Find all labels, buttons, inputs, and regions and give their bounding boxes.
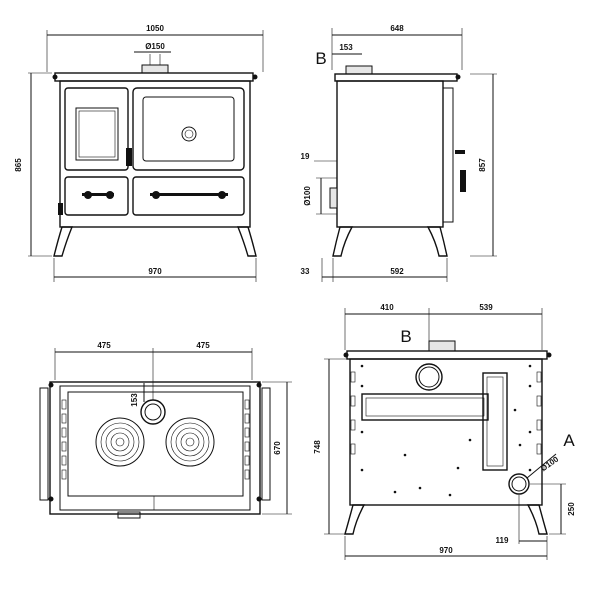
back-label-b: B bbox=[400, 327, 411, 346]
front-firebox-window bbox=[75, 107, 119, 161]
top-rail-left bbox=[39, 387, 49, 501]
side-leg-offset-label: 33 bbox=[301, 267, 310, 276]
front-oven-door bbox=[132, 87, 245, 171]
top-depth-label: 670 bbox=[273, 441, 282, 455]
top-hotplate bbox=[67, 391, 244, 497]
front-cooktop bbox=[54, 72, 254, 82]
side-handle-top bbox=[455, 150, 465, 154]
top-rail-right bbox=[261, 387, 271, 501]
top-cooktop-outline bbox=[49, 381, 261, 515]
side-outlet-stub bbox=[329, 187, 338, 209]
front-rail-knob-left bbox=[52, 74, 58, 80]
back-heat-shield-inner bbox=[365, 397, 485, 417]
front-view: 1050 Ø150 bbox=[14, 24, 264, 282]
side-body-depth-label: 592 bbox=[390, 267, 404, 276]
top-right-half-label: 475 bbox=[196, 341, 210, 350]
back-flue-outlet-inner bbox=[418, 366, 440, 388]
front-wood-drawer bbox=[132, 176, 245, 216]
front-flue-diameter-label: Ø150 bbox=[145, 42, 165, 51]
back-outlet-a-leader bbox=[526, 453, 557, 479]
back-flue-outlet-b bbox=[415, 363, 443, 391]
back-knob-left bbox=[343, 352, 349, 358]
back-outlet-offset-label: 119 bbox=[496, 536, 509, 545]
top-front-handle bbox=[117, 511, 141, 519]
top-flue-opening bbox=[140, 399, 166, 425]
back-rivets bbox=[360, 364, 532, 497]
back-heat-shield-horizontal bbox=[361, 393, 489, 421]
top-dim-153-label: 153 bbox=[130, 393, 139, 407]
side-body bbox=[336, 80, 444, 228]
back-outlet-a-inner bbox=[511, 476, 527, 492]
side-diameter-100-label: Ø100 bbox=[303, 186, 312, 206]
back-knob-right bbox=[546, 352, 552, 358]
top-knob-bl bbox=[48, 496, 54, 502]
side-view: 648 153 B 19 Ø100 857 33 59 bbox=[301, 24, 497, 282]
top-knob-tr bbox=[256, 382, 262, 388]
back-heat-shield-v-inner bbox=[486, 376, 504, 467]
side-leg-back bbox=[332, 226, 354, 257]
top-knob-tl bbox=[48, 382, 54, 388]
side-height-label: 857 bbox=[478, 158, 487, 172]
back-view: 410 539 B bbox=[313, 303, 576, 560]
back-height-label: 748 bbox=[313, 440, 322, 454]
back-width-label: 970 bbox=[439, 546, 453, 555]
front-body-width-label: 970 bbox=[148, 267, 162, 276]
thermometer-dial bbox=[184, 129, 194, 139]
side-leg-front bbox=[426, 226, 448, 257]
back-left-width-label: 410 bbox=[380, 303, 394, 312]
front-door-hinge bbox=[126, 148, 132, 166]
front-firebox-window-inner bbox=[78, 110, 116, 158]
back-outlet-height-label: 250 bbox=[567, 502, 576, 516]
drawer-ornaments bbox=[82, 191, 228, 199]
front-overall-height-label: 865 bbox=[14, 158, 23, 172]
thermometer-icon bbox=[181, 126, 197, 142]
top-cooktop-inner bbox=[59, 385, 251, 511]
side-front-doors bbox=[442, 87, 454, 223]
hotplate-ring-left bbox=[95, 417, 145, 467]
side-depth-label: 648 bbox=[390, 24, 404, 33]
top-vent-slots bbox=[61, 399, 250, 480]
top-view: 475 475 153 bbox=[39, 341, 292, 519]
side-handle bbox=[460, 170, 466, 192]
back-cooktop bbox=[346, 350, 548, 360]
side-label-b: B bbox=[315, 49, 326, 68]
top-left-half-label: 475 bbox=[97, 341, 111, 350]
back-leg-right bbox=[526, 504, 548, 535]
front-ash-drawer bbox=[64, 176, 129, 216]
hotplate-ring-right bbox=[165, 417, 215, 467]
front-flue-collar bbox=[141, 64, 169, 74]
back-outlet-a bbox=[508, 473, 530, 495]
side-flue-offset-label: 153 bbox=[339, 43, 353, 52]
back-heat-shield-vertical bbox=[482, 372, 508, 471]
front-air-lever bbox=[58, 203, 63, 215]
front-overall-width-label: 1050 bbox=[146, 24, 164, 33]
side-cooktop bbox=[334, 73, 458, 82]
back-leg-left bbox=[344, 504, 366, 535]
front-body bbox=[59, 80, 251, 228]
front-leg-right bbox=[236, 226, 257, 257]
top-flue-inner bbox=[144, 403, 162, 421]
front-oven-panel bbox=[142, 96, 235, 162]
side-dim-19-label: 19 bbox=[301, 152, 310, 161]
side-rail-knob bbox=[455, 74, 461, 80]
back-side-slots bbox=[350, 371, 542, 455]
front-rail-knob-right bbox=[252, 74, 258, 80]
back-body bbox=[349, 358, 543, 506]
top-knob-br bbox=[256, 496, 262, 502]
front-firebox-door bbox=[64, 87, 129, 171]
back-label-a: A bbox=[563, 431, 575, 450]
front-leg-left bbox=[53, 226, 74, 257]
back-right-width-label: 539 bbox=[479, 303, 493, 312]
back-flue-collar bbox=[428, 340, 456, 352]
side-flue-collar bbox=[345, 65, 373, 75]
